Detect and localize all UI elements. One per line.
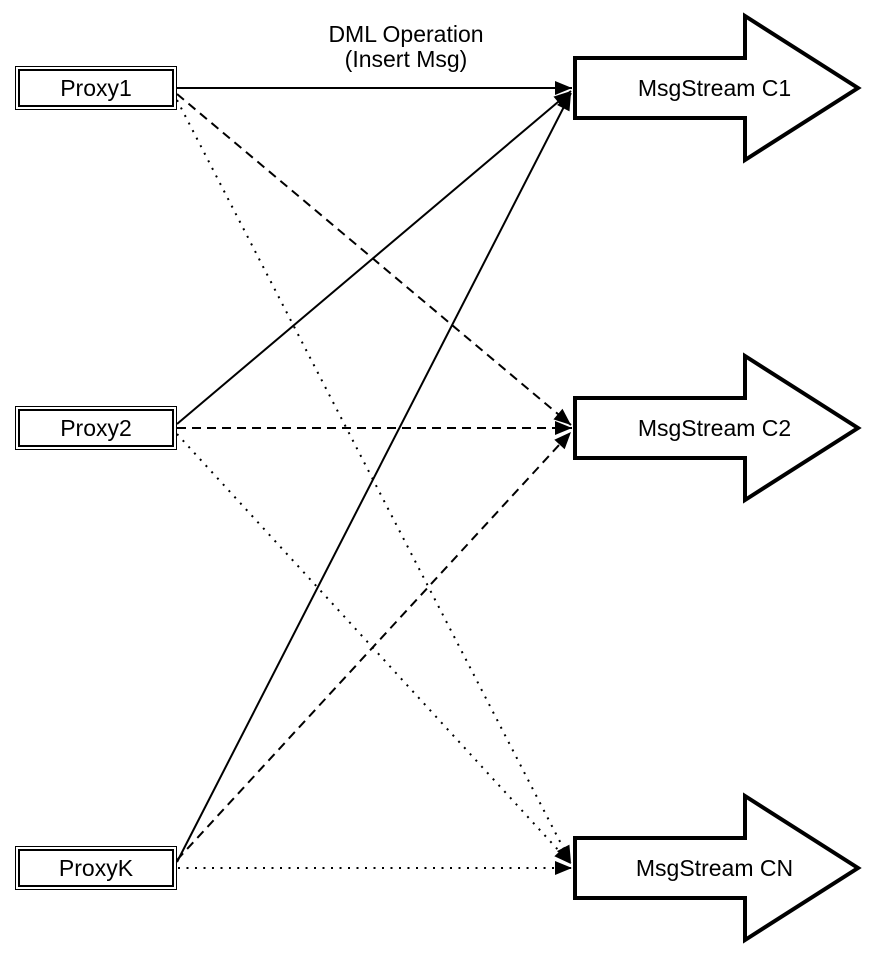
edge-proxyk-msgstream-c2 <box>176 431 572 861</box>
edge-proxy2-msgstream-cn <box>176 433 572 865</box>
edge-proxyk-msgstream-c1 <box>176 92 572 863</box>
proxy1-box: Proxy1 <box>15 66 177 110</box>
msgstream-c2-label: MsgStream C2 <box>637 414 792 441</box>
msgstream-c2-arrow <box>573 352 862 504</box>
dml-operation-label-line1: DML Operation <box>328 21 484 47</box>
edge-proxy1-msgstream-cn <box>176 99 572 864</box>
proxy2-label: Proxy2 <box>60 414 132 441</box>
edge-proxy2-msgstream-c1 <box>176 90 572 425</box>
dml-operation-label-line2: (Insert Msg) <box>344 46 468 72</box>
msgstream-c1-arrow <box>573 12 862 164</box>
edge-proxy1-msgstream-c2 <box>176 93 572 426</box>
proxyk-label: ProxyK <box>58 854 134 881</box>
proxyk-box: ProxyK <box>15 846 177 890</box>
proxy1-label: Proxy1 <box>60 74 132 101</box>
proxy2-box: Proxy2 <box>15 406 177 450</box>
msgstream-c1-label: MsgStream C1 <box>637 74 792 101</box>
msgstream-cn-arrow <box>573 792 862 944</box>
msgstream-cn-label: MsgStream CN <box>635 854 794 881</box>
dml-operation-label: DML Operation (Insert Msg) <box>296 22 516 72</box>
